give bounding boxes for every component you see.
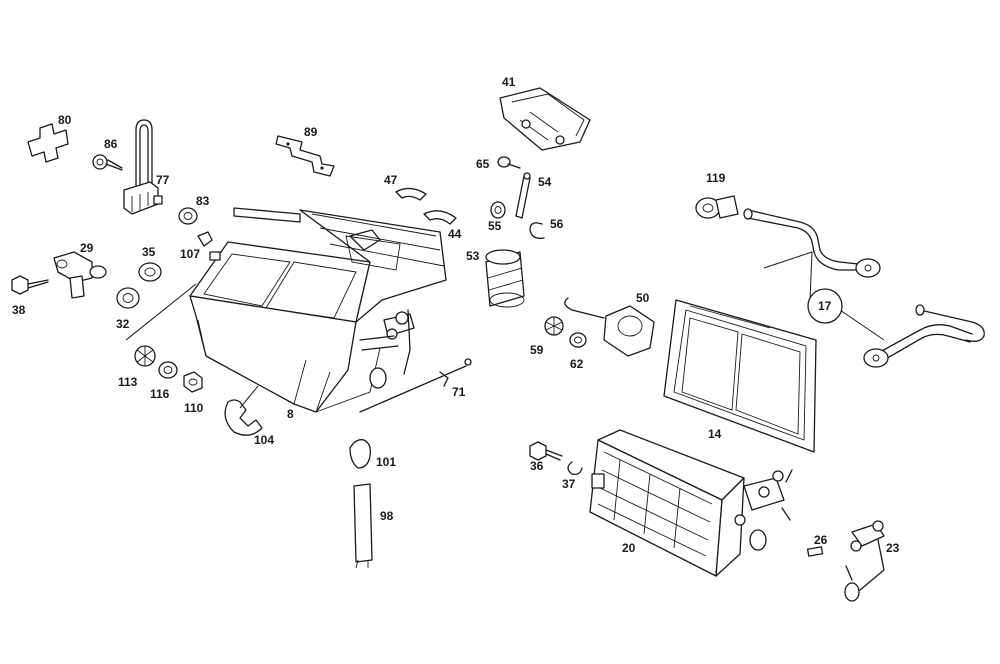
part-104-wrench [224,399,263,436]
part-20-heat-exchanger [589,429,793,577]
part-26-pin [806,546,824,557]
label-38: 38 [12,303,26,317]
label-37: 37 [562,477,576,491]
label-62: 62 [570,357,584,371]
label-44: 44 [448,227,462,241]
leader-113 [125,283,197,341]
part-107-clip [197,231,213,247]
part-56-clip [529,222,545,239]
label-17: 17 [818,299,832,313]
label-32: 32 [116,317,130,331]
part-55-bushing [490,201,506,219]
part-44-clip [423,210,457,225]
label-80: 80 [58,113,72,127]
part-65-screw [497,156,521,169]
leader-17-bottom [839,309,885,341]
part-77-bracket [123,119,163,215]
part-8-heater-housing [189,207,447,413]
label-53: 53 [466,249,480,263]
part-83-washer [178,207,198,225]
label-101: 101 [376,455,396,469]
part-113-serrated-washer [134,345,156,367]
part-36-bolt [529,441,563,461]
label-104: 104 [254,433,274,447]
part-17-pipe-lower [863,304,985,368]
part-54-lever [515,172,531,219]
label-86: 86 [104,137,118,151]
label-83: 83 [196,194,210,208]
part-53-motor [485,249,525,308]
label-55: 55 [488,219,502,233]
label-26: 26 [814,533,828,547]
label-113: 113 [118,375,138,389]
part-86-screw [92,154,123,171]
part-59-serrated-washer [544,316,564,336]
part-37-lock-washer [567,461,583,476]
label-77: 77 [156,173,170,187]
part-62-washer [569,332,587,348]
label-59: 59 [530,343,544,357]
callout-labels: 80 86 77 83 107 29 35 38 32 113 116 110 … [12,75,900,555]
leader-17-top [763,251,813,301]
label-14: 14 [708,427,722,441]
label-20: 20 [622,541,636,555]
part-98-hose [353,483,373,569]
part-89-bracket [275,135,335,177]
part-71-rod [359,358,472,413]
label-8: 8 [287,407,294,421]
part-17-pipe-upper [743,208,881,278]
label-29: 29 [80,241,94,255]
label-36: 36 [530,459,544,473]
label-119: 119 [706,171,726,185]
part-29-valve [53,251,107,299]
part-23-valve-assembly [844,520,885,602]
part-41-actuator [499,87,591,151]
label-110: 110 [184,401,204,415]
label-107: 107 [180,247,200,261]
label-98: 98 [380,509,394,523]
part-14-filter-frame [663,299,817,453]
part-32-grommet [116,287,140,309]
callout-ring-17 [807,288,843,324]
part-47-clip [395,187,427,201]
label-65: 65 [476,157,490,171]
label-41: 41 [502,75,516,89]
part-80-cross-pad [27,123,69,163]
part-50-vacuum-unit [564,297,655,357]
label-54: 54 [538,175,552,189]
part-119-vacuum-element [695,195,739,219]
label-89: 89 [304,125,318,139]
label-116: 116 [150,387,170,401]
label-47: 47 [384,173,398,187]
label-35: 35 [142,245,156,259]
part-116-washer [158,361,178,379]
label-71: 71 [452,385,466,399]
label-50: 50 [636,291,650,305]
part-38-screw [11,275,49,295]
part-35-grommet [138,262,162,282]
label-56: 56 [550,217,564,231]
part-110-nut [183,371,203,393]
leader-8 [239,385,259,409]
part-101-cap [349,439,372,469]
label-23: 23 [886,541,900,555]
